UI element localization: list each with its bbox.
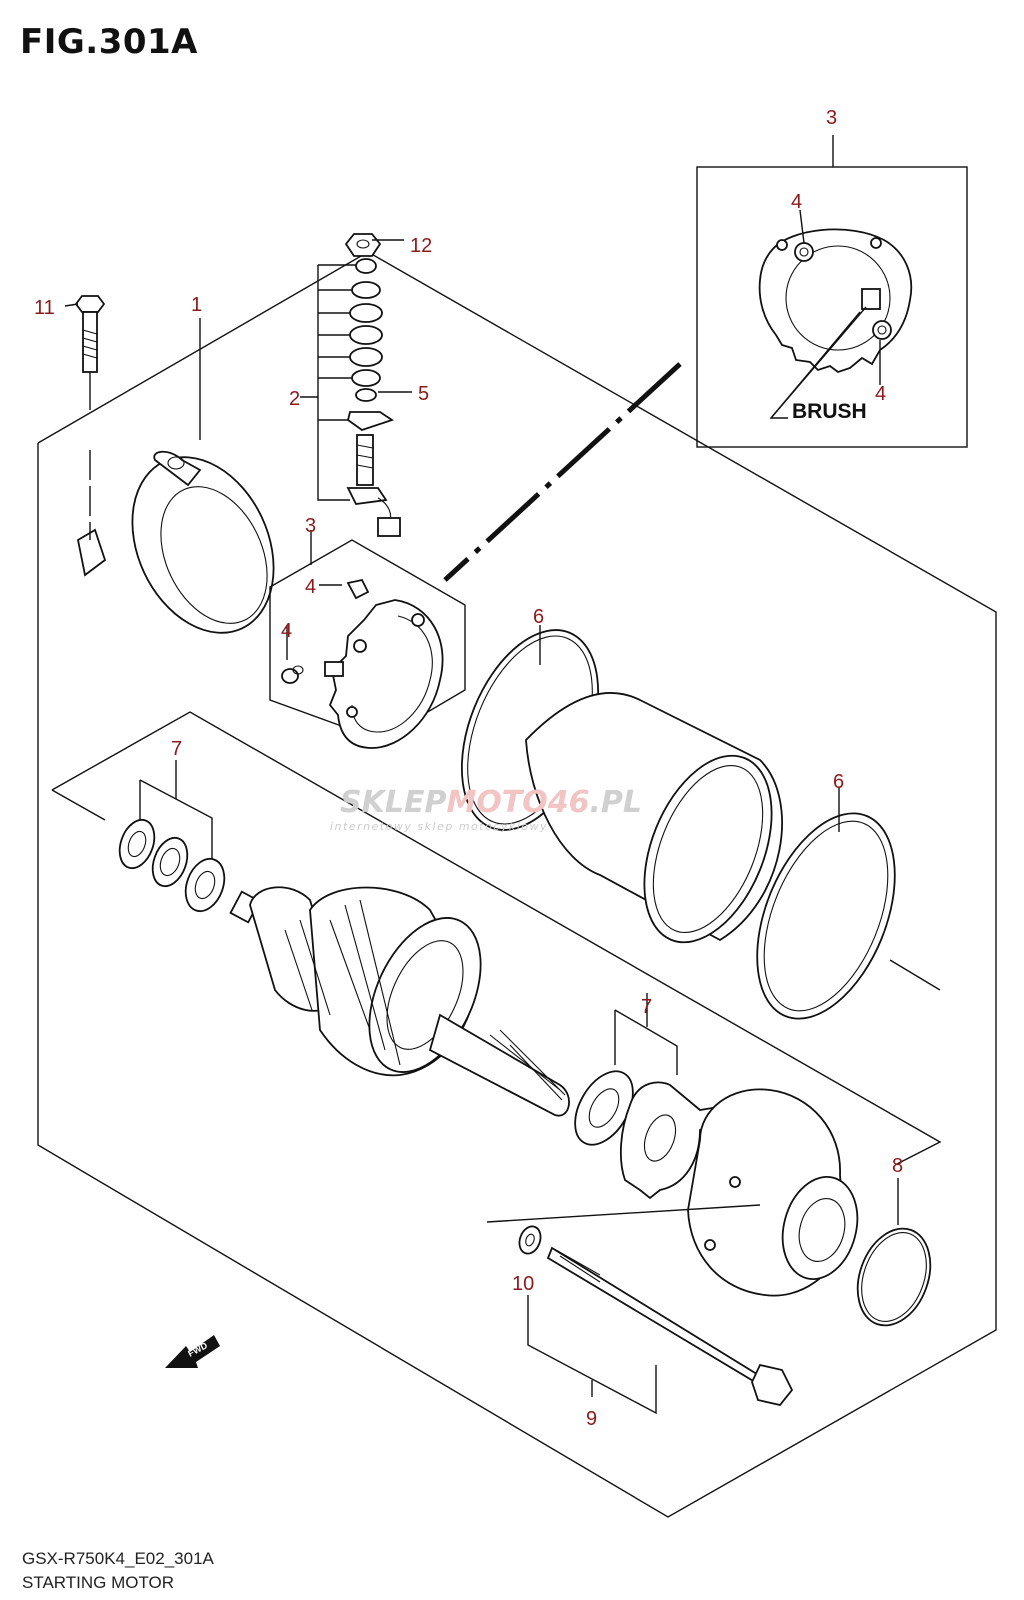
callout-12: 12 xyxy=(410,235,432,257)
callouts: 3 4 4 12 11 1 2 5 3 4 4 6 6 7 7 8 10 9 xyxy=(34,107,903,1430)
part-6-yoke xyxy=(460,625,896,1020)
watermark-brand-number: 46 xyxy=(547,785,590,820)
callout-6-right: 6 xyxy=(833,771,844,793)
part-1-housing-cover xyxy=(76,450,275,634)
part-3-brush-holder xyxy=(269,530,466,749)
diagram-name: STARTING MOTOR xyxy=(22,1573,175,1592)
part-8-o-ring xyxy=(856,1178,932,1327)
brush-holder-detail: BRUSH xyxy=(758,209,913,423)
callout-4-main-b: 4 xyxy=(281,620,292,642)
callout-7-right: 7 xyxy=(641,996,652,1018)
callout-8: 8 xyxy=(892,1155,903,1177)
leader-lines xyxy=(64,303,201,440)
callout-3-inset: 3 xyxy=(826,107,837,129)
svg-text:SKLEPMOTO46.PL: SKLEPMOTO46.PL xyxy=(340,785,642,820)
callout-4-inset-bottom: 4 xyxy=(875,383,886,405)
armature-outline xyxy=(51,711,942,1166)
callout-2: 2 xyxy=(289,388,300,410)
watermark-brand-tld: .PL xyxy=(590,785,643,820)
callout-4-main-a: 4 xyxy=(305,576,316,598)
part-12-nut xyxy=(344,233,382,257)
watermark-tagline: internetowy sklep motocyklowy xyxy=(330,820,548,833)
callout-4-inset-top: 4 xyxy=(791,191,802,213)
part-9-through-bolt xyxy=(518,1225,794,1415)
part-11-bolt xyxy=(74,295,106,540)
callout-10: 10 xyxy=(512,1273,534,1295)
brush-inset-box xyxy=(443,135,968,582)
callout-11: 11 xyxy=(34,297,55,319)
part-7-washers-right xyxy=(574,993,713,1200)
diagram-code: GSX-R750K4_E02_301A xyxy=(22,1549,214,1568)
callout-1: 1 xyxy=(191,294,202,316)
part-7-washers-left xyxy=(118,760,226,913)
part-2-terminal-stack xyxy=(300,239,412,537)
callout-7-left: 7 xyxy=(171,738,182,760)
watermark: SKLEPMOTO46.PL internetowy sklep motocyk… xyxy=(330,785,642,833)
watermark-brand-left: SKLEP xyxy=(340,785,446,820)
callout-3-main: 3 xyxy=(305,515,316,537)
figure-title: FIG.301A xyxy=(20,22,198,62)
callout-9: 9 xyxy=(586,1408,597,1430)
watermark-brand-mid: MOTO xyxy=(446,785,547,820)
rear-housing xyxy=(486,1088,859,1297)
brush-label: BRUSH xyxy=(792,400,867,423)
callout-6-left: 6 xyxy=(533,606,544,628)
armature xyxy=(229,886,570,1117)
callout-5: 5 xyxy=(418,383,429,405)
fwd-arrow-icon: FWD xyxy=(165,1335,220,1368)
